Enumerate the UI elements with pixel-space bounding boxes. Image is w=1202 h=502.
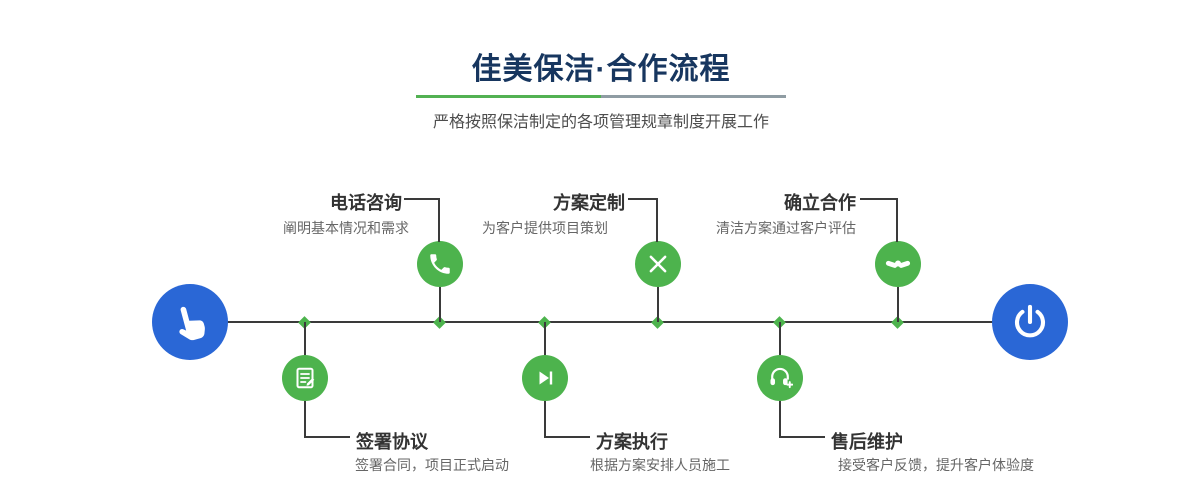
stem-line [897,287,899,322]
connector-line [544,401,546,438]
step-node-phone-consult [417,241,463,287]
timeline-end-node [992,284,1068,360]
step-node-plan-customize [635,241,681,287]
timeline-start-node [152,284,228,360]
connector-line [304,436,350,438]
play-next-icon [539,371,553,385]
handshake-icon [885,260,911,268]
step-label-sign-agreement: 签署协议 [356,432,428,452]
title-divider [416,95,786,98]
stem-line [657,287,659,322]
connector-line [779,401,781,438]
step-node-establish-cooperation [875,241,921,287]
connector-line [404,198,440,200]
step-label-plan-customize: 方案定制 [553,193,625,213]
timeline-axis [190,321,1030,323]
connector-line [438,198,440,242]
contract-icon [296,367,315,389]
step-desc-plan-execute: 根据方案安排人员施工 [590,457,730,473]
step-label-plan-execute: 方案执行 [596,432,668,452]
divider-gray-segment [601,95,786,98]
connector-line [779,436,825,438]
connector-line [896,198,898,242]
phone-icon [430,254,450,274]
stem-line [544,322,546,355]
step-desc-establish-cooperation: 清洁方案通过客户评估 [716,220,856,236]
step-label-phone-consult: 电话咨询 [330,193,402,213]
stem-line [439,287,441,322]
step-label-establish-cooperation: 确立合作 [784,193,856,213]
step-node-sign-agreement [282,355,328,401]
step-node-after-sales [757,355,803,401]
stem-line [779,322,781,355]
connector-line [656,198,658,242]
connector-line [860,198,898,200]
power-icon [1014,304,1046,338]
headset-plus-icon [770,367,793,389]
divider-green-segment [416,95,601,98]
stem-line [304,322,306,355]
connector-line [304,401,306,438]
page-subtitle: 严格按照保洁制定的各项管理规章制度开展工作 [432,114,769,131]
step-node-plan-execute [522,355,568,401]
step-desc-sign-agreement: 签署合同，项目正式启动 [355,457,509,473]
step-desc-phone-consult: 阐明基本情况和需求 [283,220,409,236]
page-title: 佳美保洁·合作流程 [471,53,731,86]
connector-line [628,198,658,200]
step-desc-after-sales: 接受客户反馈，提升客户体验度 [838,457,1034,473]
step-label-after-sales: 售后维护 [831,432,903,452]
design-tools-icon [649,255,667,273]
step-desc-plan-customize: 为客户提供项目策划 [482,220,608,236]
hand-pointer-icon [179,306,205,341]
connector-line [544,436,590,438]
